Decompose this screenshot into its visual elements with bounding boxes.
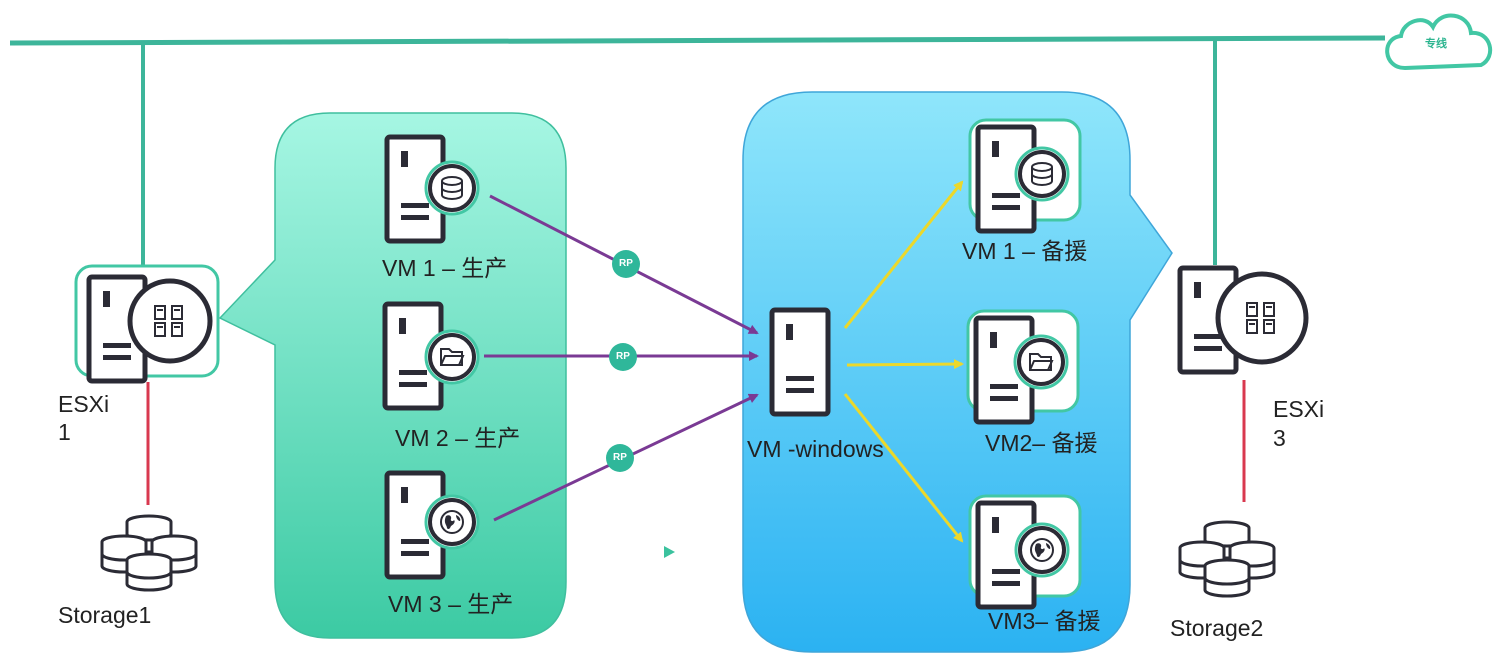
- esxi1-host-icon: [74, 264, 220, 381]
- esxi3-label-line1: ESXi: [1273, 396, 1325, 422]
- storage1-label: Storage1: [58, 602, 152, 628]
- storage1-icon: [100, 514, 198, 592]
- esxi3-host-icon: [1180, 268, 1309, 372]
- vm2-backup-label: VM2– 备援: [985, 430, 1098, 456]
- vm-windows-icon: [769, 307, 831, 417]
- vm2-production-label: VM 2 – 生产: [395, 425, 521, 451]
- vm-windows-label: VM -windows: [747, 436, 884, 462]
- esxi1-label-line1: ESXi: [58, 391, 110, 417]
- esxi1-label-line2: 1: [58, 419, 71, 445]
- cloud-icon: [1385, 13, 1492, 71]
- vm3-backup-label: VM3– 备援: [988, 608, 1101, 634]
- vm1-backup-icon: [968, 118, 1082, 231]
- rp-badge-3: RP: [606, 444, 634, 472]
- vm3-production-label: VM 3 – 生产: [388, 591, 514, 617]
- vm3-backup-icon: [968, 494, 1082, 607]
- distribution-arrows: [843, 180, 964, 543]
- esxi3-label-line2: 3: [1273, 425, 1286, 451]
- vm2-backup-icon: [966, 309, 1080, 422]
- storage2-icon: [1178, 520, 1276, 598]
- network-line: [9, 35, 1386, 270]
- vm1-backup-label: VM 1 – 备援: [962, 238, 1088, 264]
- rp-badge-2: RP: [609, 343, 637, 371]
- play-marker-icon: [664, 546, 675, 558]
- network-line-label: 专线: [1425, 38, 1447, 50]
- rp-badge-1: RP: [612, 250, 640, 278]
- storage2-label: Storage2: [1170, 615, 1264, 641]
- vm1-production-label: VM 1 – 生产: [382, 255, 508, 281]
